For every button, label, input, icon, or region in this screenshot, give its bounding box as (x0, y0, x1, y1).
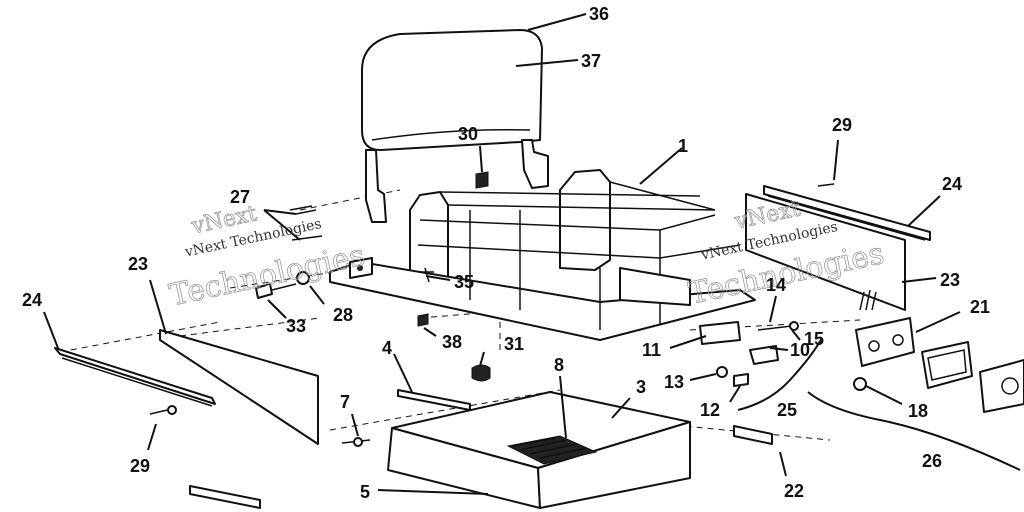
bulb-18 (853, 377, 867, 391)
backrest-left-bracket (365, 149, 387, 223)
tail-lamp (855, 289, 1024, 413)
callout-30: 30 (458, 124, 478, 144)
callout-4: 4 (382, 338, 392, 358)
leader-lines (43, 13, 961, 495)
callout-33: 33 (286, 316, 306, 336)
callout-12: 12 (700, 400, 720, 420)
nut-38 (417, 313, 429, 327)
callout-22: 22 (784, 481, 804, 501)
lamp-lens (921, 341, 973, 389)
callout-25: 25 (777, 400, 797, 420)
callout-14: 14 (766, 275, 786, 295)
callout-18: 18 (908, 401, 928, 421)
strip-4 (397, 389, 471, 411)
bolt-12 (733, 373, 749, 387)
callout-7: 7 (340, 392, 350, 412)
stud-14 (757, 325, 793, 331)
callout-15: 15 (804, 329, 824, 349)
right-panel-23 (745, 193, 906, 311)
callout-11: 11 (642, 340, 661, 360)
washer-13 (716, 366, 728, 378)
callout-23-left: 23 (128, 254, 148, 274)
callout-5: 5 (360, 482, 370, 502)
callout-24-left: 24 (22, 290, 42, 310)
lower-box (189, 389, 773, 509)
watermark-left: vNext Technologies vNext Technologies (166, 201, 368, 314)
screw-35 (420, 267, 434, 283)
backrest-cushion (361, 29, 543, 151)
callout-1: 1 (678, 136, 688, 156)
callout-8: 8 (554, 355, 564, 375)
callout-38: 38 (442, 332, 462, 352)
callout-13: 13 (664, 372, 684, 392)
screw-29-right (817, 183, 835, 187)
left-channel-24 (54, 347, 216, 405)
side-panels (54, 185, 931, 445)
callout-31: 31 (504, 334, 524, 354)
callout-23-right: 23 (940, 270, 960, 290)
callout-21: 21 (970, 297, 990, 317)
nut-30 (475, 171, 489, 189)
lamp-housing-21 (855, 317, 915, 367)
backrest-right-bracket (521, 139, 549, 189)
callout-10: 10 (790, 340, 810, 360)
bolt-27a (289, 205, 317, 215)
backrest-assembly (361, 29, 549, 223)
strip-22 (733, 425, 773, 445)
callout-36: 36 (589, 4, 609, 24)
callout-37: 37 (581, 51, 601, 71)
nut-15 (789, 321, 799, 331)
callout-24-right: 24 (942, 174, 962, 194)
callout-28: 28 (333, 305, 353, 325)
callout-35: 35 (454, 272, 474, 292)
callout-29-left: 29 (130, 456, 150, 476)
bolt-27b (291, 235, 323, 241)
callout-27: 27 (230, 187, 250, 207)
grommet-31 (471, 364, 491, 382)
left-panel-23 (159, 329, 319, 445)
bracket-11 (699, 321, 741, 345)
bolt-33 (255, 283, 273, 299)
callout-29-right: 29 (832, 115, 852, 135)
callout-26: 26 (922, 451, 942, 471)
washer-28 (296, 271, 310, 285)
group-brackets (737, 337, 1021, 471)
callout-3: 3 (636, 377, 646, 397)
callout-numbers: 36 37 1 30 27 35 28 33 38 29 24 23 23 24… (22, 4, 990, 502)
box-side (537, 421, 691, 509)
fasteners (149, 171, 867, 493)
bracket-10 (749, 345, 779, 365)
rack-frame (329, 169, 756, 341)
right-channel-24 (763, 185, 931, 241)
